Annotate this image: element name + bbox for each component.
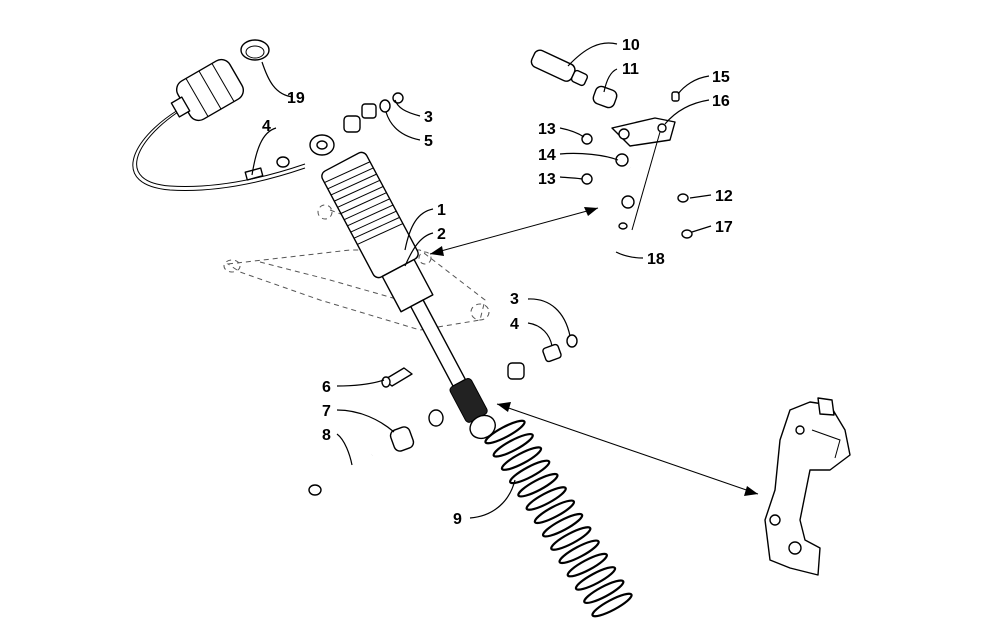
callout-10: 10	[622, 37, 640, 54]
spring-coil	[558, 539, 600, 565]
spring-coil	[550, 526, 592, 551]
callout-15: 15	[712, 69, 730, 86]
spring-coil	[583, 579, 625, 605]
callout-19: 19	[287, 90, 305, 107]
spring-coil	[566, 552, 608, 578]
hose-clamp	[240, 39, 270, 61]
callout-2: 2	[437, 226, 446, 243]
spring-coil	[574, 566, 617, 591]
callout-14: 14	[538, 147, 556, 164]
spindle	[764, 397, 851, 576]
spring-coil	[509, 459, 551, 485]
spring-coil	[484, 419, 526, 445]
spacer-7	[389, 409, 444, 452]
callout-6: 6	[322, 379, 331, 396]
spring-coil	[492, 432, 534, 458]
callout-16: 16	[712, 93, 730, 110]
leader-lines	[251, 42, 712, 519]
callout-7: 7	[322, 403, 331, 420]
callout-9: 9	[453, 511, 462, 528]
callout-12: 12	[715, 188, 733, 205]
callout-labels: 19 4 3 5 1 2 10 11 15 16 13 14 13 12 17 …	[262, 37, 733, 528]
spring-coil	[500, 446, 543, 471]
spring-coil	[533, 499, 576, 525]
callout-8: 8	[322, 427, 331, 444]
shock-absorber	[309, 134, 496, 440]
spring-coil	[525, 486, 567, 511]
long-bolt	[308, 453, 373, 496]
callout-18: 18	[647, 251, 665, 268]
callout-5: 5	[424, 133, 433, 150]
callout-13-lower: 13	[538, 171, 556, 188]
upper-hardware	[343, 92, 404, 133]
callout-3-upper: 3	[424, 109, 433, 126]
spring-coil	[517, 472, 559, 498]
reservoir-assembly	[132, 39, 306, 191]
lower-hardware	[507, 334, 578, 380]
callout-3-lower: 3	[510, 291, 519, 308]
linkage-assembly	[530, 49, 693, 253]
callout-11: 11	[622, 61, 639, 78]
coil-spring	[484, 419, 633, 618]
callout-4-lower: 4	[510, 316, 519, 333]
callout-1: 1	[437, 202, 446, 219]
spring-coil	[591, 592, 633, 618]
bushing-6	[381, 367, 413, 388]
reference-arrows	[429, 207, 759, 496]
spring-coil	[541, 512, 584, 538]
callout-13-upper: 13	[538, 121, 556, 138]
callout-4-upper: 4	[262, 118, 271, 135]
callout-17: 17	[715, 219, 733, 236]
